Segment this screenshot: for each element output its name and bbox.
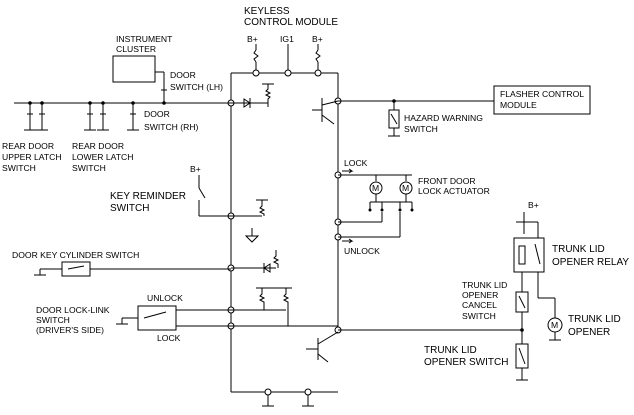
door-switch-lh bbox=[161, 88, 167, 94]
trunk-cancel-label-3: CANCEL bbox=[462, 300, 497, 310]
trunk-opener-label-1: TRUNK LID bbox=[568, 314, 621, 325]
trunk-cancel-label-2: OPENER bbox=[462, 290, 498, 300]
trunk-switch-label-2: OPENER SWITCH bbox=[424, 357, 508, 368]
trunk-relay-label-2: OPENER RELAY bbox=[552, 257, 629, 268]
key-reminder-label-1: KEY REMINDER bbox=[110, 191, 186, 202]
lock-link-label-2: SWITCH bbox=[36, 315, 70, 325]
door-key-cylinder-switch bbox=[34, 261, 231, 277]
front-door-lock-actuator bbox=[338, 174, 414, 238]
flasher-label-1: FLASHER CONTROL bbox=[500, 89, 584, 99]
hazard-label-1: HAZARD WARNING bbox=[404, 113, 483, 123]
door-switch-rh bbox=[127, 103, 139, 131]
lock-link-unlock-label: UNLOCK bbox=[147, 293, 183, 303]
lock-link-label-1: DOOR LOCK-LINK bbox=[36, 305, 110, 315]
front-door-label-2: LOCK ACTUATOR bbox=[418, 186, 490, 196]
trunk-bplus: B+ bbox=[528, 200, 539, 210]
trunk-opener-motor-symbol: M bbox=[551, 320, 558, 330]
hazard-warning-switch bbox=[388, 99, 400, 137]
module-title-line1: KEYLESS bbox=[244, 6, 290, 17]
rear-lower-label-3: SWITCH bbox=[72, 163, 106, 173]
door-lock-link-switch bbox=[116, 305, 231, 331]
rear-lower-label-1: REAR DOOR bbox=[72, 141, 124, 151]
module-frame bbox=[227, 69, 342, 396]
trunk-relay-label-1: TRUNK LID bbox=[552, 244, 605, 255]
rear-lower-latch-switches bbox=[84, 103, 109, 131]
lock-direction-arrows bbox=[342, 168, 354, 244]
rear-lower-label-2: LOWER LATCH bbox=[72, 152, 133, 162]
flasher-control-module bbox=[338, 85, 591, 115]
rear-upper-latch-switches bbox=[24, 103, 48, 131]
trunk-cancel-label-1: TRUNK LID bbox=[462, 280, 507, 290]
instrument-cluster bbox=[112, 55, 165, 103]
key-reminder-bplus: B+ bbox=[190, 164, 201, 174]
lock-arrow-label: LOCK bbox=[344, 158, 368, 168]
hazard-label-2: SWITCH bbox=[404, 124, 438, 134]
rear-upper-label-1: REAR DOOR bbox=[2, 141, 54, 151]
flasher-label-2: MODULE bbox=[500, 100, 537, 110]
trunk-cancel-label-4: SWITCH bbox=[462, 311, 496, 321]
door-switch-rh-label-1: DOOR bbox=[144, 109, 170, 119]
front-door-motor-1: M bbox=[372, 183, 379, 193]
trunk-opener-label-2: OPENER bbox=[568, 327, 610, 338]
trunk-switch-label-1: TRUNK LID bbox=[424, 345, 477, 356]
lock-link-lock-label: LOCK bbox=[157, 333, 181, 343]
instrument-cluster-label-1: INSTRUMENT bbox=[116, 34, 173, 44]
trunk-lid-opener-cancel-switch bbox=[515, 291, 529, 330]
lock-link-label-3: (DRIVER'S SIDE) bbox=[36, 325, 104, 335]
rear-upper-label-3: SWITCH bbox=[2, 163, 36, 173]
trunk-lid-opener-motor bbox=[538, 297, 563, 341]
rear-upper-label-2: UPPER LATCH bbox=[2, 152, 62, 162]
door-switch-lh-label-1: DOOR bbox=[170, 70, 196, 80]
pin-bplus-right: B+ bbox=[312, 34, 323, 44]
top-pin-leads bbox=[253, 44, 321, 70]
key-reminder-switch bbox=[198, 175, 231, 217]
door-switch-lh-label-2: SWITCH (LH) bbox=[170, 82, 223, 92]
door-key-cylinder-label: DOOR KEY CYLINDER SWITCH bbox=[12, 250, 139, 260]
trunk-lid-opener-switch bbox=[338, 328, 529, 381]
unlock-arrow-label: UNLOCK bbox=[344, 246, 380, 256]
door-switch-rh-label-2: SWITCH (RH) bbox=[144, 122, 199, 132]
module-title-line2: CONTROL MODULE bbox=[244, 17, 338, 28]
front-door-motor-2: M bbox=[402, 183, 409, 193]
trunk-lid-opener-relay bbox=[513, 212, 545, 298]
pin-bplus-left: B+ bbox=[247, 34, 258, 44]
key-reminder-label-2: SWITCH bbox=[110, 203, 149, 214]
internal-components bbox=[231, 83, 339, 407]
front-door-label-1: FRONT DOOR bbox=[418, 176, 476, 186]
instrument-cluster-label-2: CLUSTER bbox=[116, 44, 156, 54]
pin-ig1: IG1 bbox=[280, 34, 294, 44]
